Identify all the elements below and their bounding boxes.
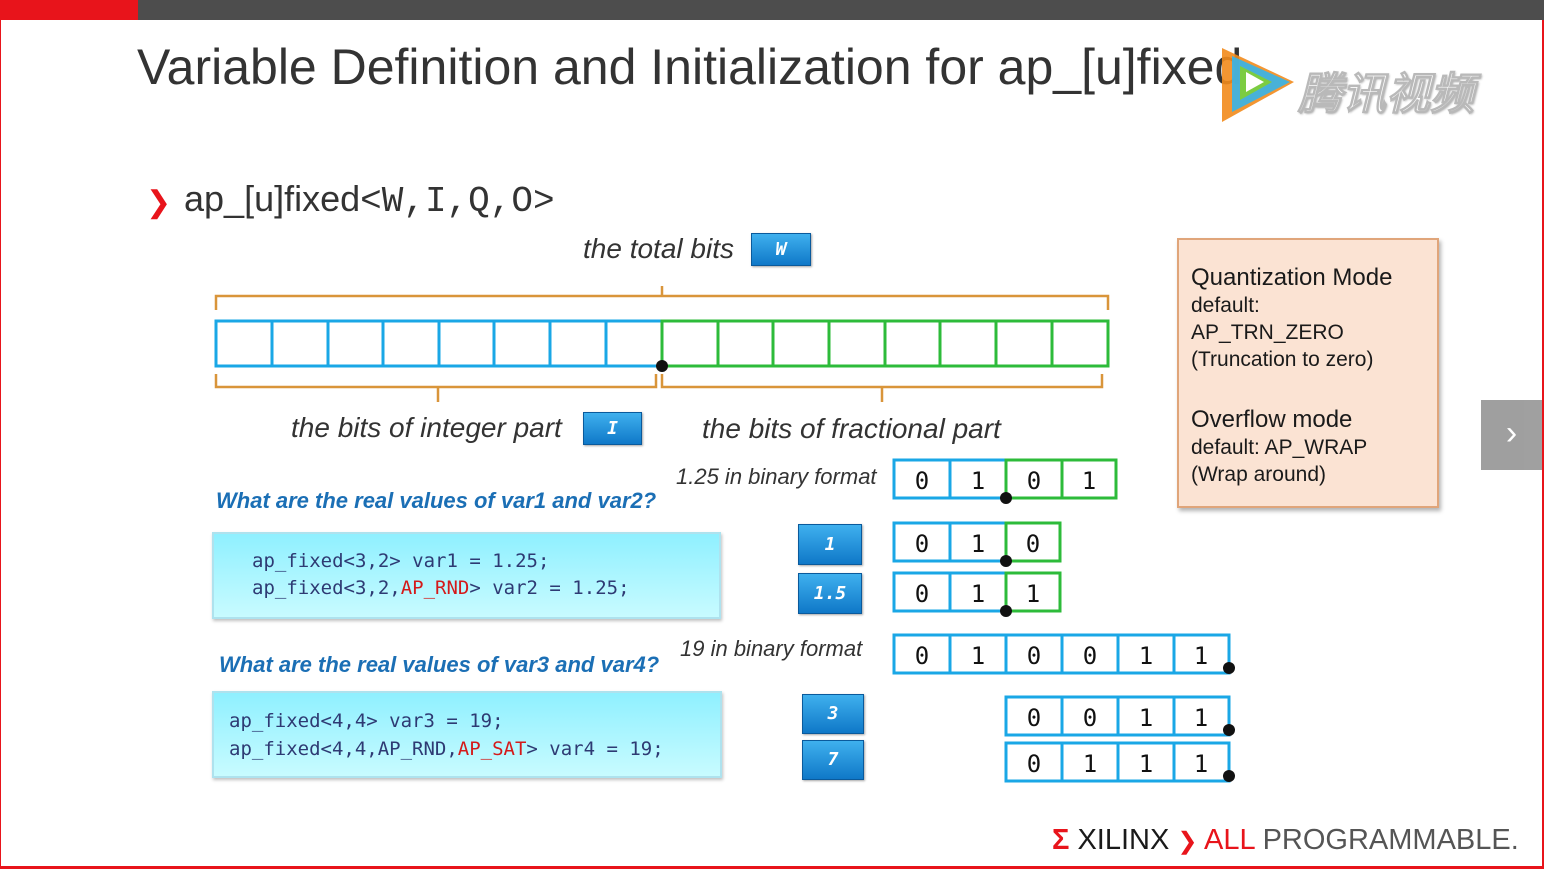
bit-cell: 1 <box>1139 642 1153 670</box>
bit-cell: 0 <box>1026 530 1040 558</box>
bullet-arrow-icon: ❯ <box>146 186 172 219</box>
result-var3-var4-bits: 0 0 1 1 0 1 1 1 <box>1004 695 1235 783</box>
result-var1-tag: 1 <box>798 524 862 565</box>
footer-branding: Σ XILINX ❯ ALL PROGRAMMABLE. <box>1052 824 1519 857</box>
modes-info-box: Quantization Mode default: AP_TRN_ZERO (… <box>1177 238 1439 508</box>
integer-part-label: the bits of integer part <box>291 412 562 443</box>
bit-cell: 1 <box>971 467 985 495</box>
signature-prefix: ap_[u]fixed <box>184 178 361 219</box>
frame-border-left <box>0 20 1 869</box>
code-box-var3-var4: ap_fixed<4,4> var3 = 19; ap_fixed<4,4,AP… <box>212 691 722 778</box>
top-bar <box>0 0 1544 20</box>
frame-border-right <box>1542 20 1544 869</box>
fractional-part-label: the bits of fractional part <box>702 413 1001 444</box>
bit-cell: 1 <box>971 580 985 608</box>
overflow-mode-title: Overflow mode <box>1191 406 1353 433</box>
bit-cell: 1 <box>971 642 985 670</box>
overflow-default: default: AP_WRAP <box>1191 436 1368 459</box>
chevron-right-icon: › <box>1505 414 1518 452</box>
result-var2-tag: 1.5 <box>798 573 862 614</box>
bit-cell: 1 <box>1082 467 1096 495</box>
result-var4-tag: 7 <box>802 740 864 780</box>
code-text: > var4 = 19; <box>526 738 664 760</box>
watermark-text: 腾讯视频 <box>1298 70 1475 120</box>
xilinx-logo-icon: Σ <box>1052 824 1070 856</box>
code-text: ap_fixed<4,4,AP_RND, <box>229 738 458 760</box>
code-line-var4: ap_fixed<4,4,AP_RND,AP_SAT> var4 = 19; <box>229 738 664 760</box>
quantization-mode-title: Quantization Mode <box>1191 264 1393 291</box>
signature-params: <W,I,Q,O> <box>360 181 555 222</box>
quantization-default-label: default: <box>1191 294 1260 317</box>
binary-19-bits: 0 1 0 0 1 1 <box>892 633 1235 675</box>
code-line-var1: ap_fixed<3,2> var1 = 1.25; <box>252 550 550 572</box>
bit-cell: 0 <box>915 530 929 558</box>
bit-cell: 1 <box>1194 750 1208 778</box>
bit-cell: 1 <box>1194 642 1208 670</box>
total-bits-label: the total bits <box>583 233 734 264</box>
overflow-description: (Wrap around) <box>1191 463 1327 486</box>
tagline-all: ALL <box>1203 824 1255 856</box>
total-bits-tag: W <box>751 233 811 266</box>
bit-cell: 1 <box>1139 704 1153 732</box>
question-var3-var4: What are the real values of var3 and var… <box>219 652 660 677</box>
binary-19-label: 19 in binary format <box>680 636 863 661</box>
frame-border-bottom <box>0 866 1544 869</box>
code-keyword-sat: AP_SAT <box>457 738 527 760</box>
video-watermark: 腾讯视频 <box>1212 42 1502 128</box>
bit-cell: 1 <box>1139 750 1153 778</box>
bit-cell: 1 <box>1194 704 1208 732</box>
code-line-var2: ap_fixed<3,2,AP_RND> var2 = 1.25; <box>252 577 630 599</box>
bit-cell: 0 <box>1027 642 1041 670</box>
top-bar-accent <box>0 0 138 20</box>
code-text: ap_fixed<3,2, <box>252 577 401 599</box>
result-var1-var2-bits: 0 1 0 0 1 1 <box>892 521 1062 617</box>
bit-cell: 0 <box>1027 704 1041 732</box>
bit-cell: 0 <box>915 467 929 495</box>
code-text: > var2 = 1.25; <box>469 577 630 599</box>
bit-cell: 0 <box>1027 750 1041 778</box>
code-keyword-rnd: AP_RND <box>400 577 470 599</box>
bit-cell: 0 <box>915 580 929 608</box>
bit-cell: 0 <box>1083 642 1097 670</box>
tencent-video-play-icon <box>1222 48 1294 122</box>
code-box-var1-var2: ap_fixed<3,2> var1 = 1.25; ap_fixed<3,2,… <box>212 532 721 619</box>
integer-part-tag: I <box>583 412 642 445</box>
code-line-var3: ap_fixed<4,4> var3 = 19; <box>229 710 504 732</box>
next-slide-button[interactable]: › <box>1481 400 1542 470</box>
bit-cell: 1 <box>1026 580 1040 608</box>
tagline-arrow-icon: ❯ <box>1177 828 1198 855</box>
bit-cell: 1 <box>1083 750 1097 778</box>
tagline-programmable: PROGRAMMABLE. <box>1262 824 1519 856</box>
binary-125-label: 1.25 in binary format <box>676 464 877 489</box>
bit-cell: 0 <box>1083 704 1097 732</box>
bit-cell: 0 <box>1027 467 1041 495</box>
slide-title: Variable Definition and Initialization f… <box>137 39 1243 95</box>
binary-125-bits: 0 1 0 1 <box>892 458 1118 504</box>
result-var3-tag: 3 <box>802 694 864 734</box>
bit-cell: 1 <box>971 530 985 558</box>
type-signature: ap_[u]fixed<W,I,Q,O> <box>184 178 555 222</box>
bit-cell: 0 <box>915 642 929 670</box>
question-var1-var2: What are the real values of var1 and var… <box>216 488 657 513</box>
quantization-default-value: AP_TRN_ZERO <box>1191 321 1344 344</box>
brand-name: XILINX <box>1077 824 1170 856</box>
quantization-description: (Truncation to zero) <box>1191 348 1374 371</box>
bit-field-diagram <box>214 286 1110 402</box>
